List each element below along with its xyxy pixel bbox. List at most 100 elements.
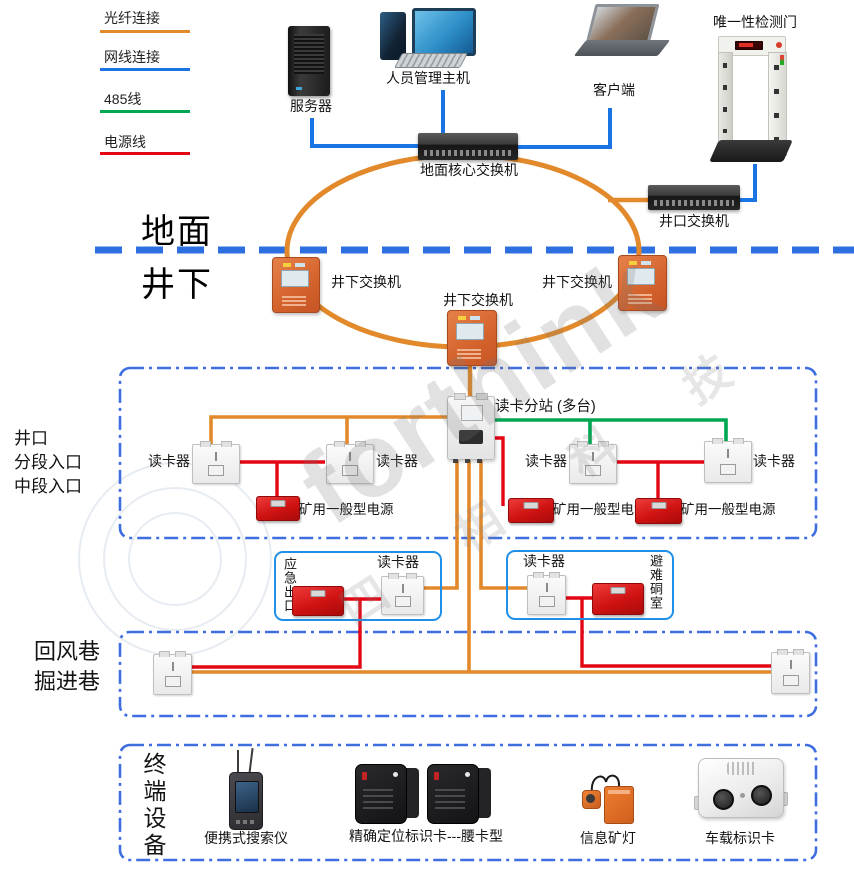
waist-card-1-dot <box>393 772 398 777</box>
searcher-body <box>229 772 263 830</box>
rs485-readers-right <box>492 418 728 445</box>
vehicle-card-connector-left <box>713 789 734 810</box>
tunnel-reader-left-tab-a <box>159 651 170 657</box>
surface-zone-label: 地面 <box>141 213 213 251</box>
searcher-antenna-b <box>248 747 254 775</box>
mine-lamp-lens <box>586 794 595 803</box>
substation-tab-right <box>476 393 488 400</box>
terminal-zone-label: 终端设备 <box>140 752 166 860</box>
tunnel-reader-right-display <box>782 675 799 686</box>
underground-switch-bottom-chip <box>458 316 466 320</box>
reader-2-tab-b <box>355 441 366 447</box>
emergency-exit-reader-display <box>394 596 411 607</box>
waist-card-label: 精确定位标识卡---腰卡型 <box>349 828 503 844</box>
refuge-chamber-reader <box>527 572 566 615</box>
refuge-chamber-room <box>506 550 674 620</box>
power-supply-2 <box>508 498 554 523</box>
host-keyboard <box>394 53 468 68</box>
tunnel-reader-right-tab-b <box>793 649 804 655</box>
power-substation <box>492 436 505 506</box>
gate-left-pillar <box>718 52 733 150</box>
waist-card-2-dot <box>465 772 470 777</box>
section-terminal-border <box>118 743 818 862</box>
reader-1 <box>192 441 240 484</box>
searcher-label: 便携式搜索仪 <box>204 830 288 846</box>
power-supply-2-label: 矿用一般型电源 <box>553 502 648 517</box>
reader-4-tab-b <box>733 438 744 444</box>
vehicle-card-body <box>698 758 784 818</box>
gate-display-light <box>739 43 753 47</box>
emergency-exit-reader-label: 读卡器 <box>377 554 419 570</box>
ethernet-client-link <box>513 108 612 149</box>
emergency-exit-reader-antenna <box>401 584 404 593</box>
fiber-drop-right-room <box>479 455 528 590</box>
emergency-exit-reader <box>381 573 424 615</box>
reader-1-tab-b <box>221 441 232 447</box>
mine-lamp-battery <box>604 786 634 824</box>
refuge-chamber-reader-tab-a <box>533 572 544 578</box>
gate-label: 唯一性检测门 <box>713 14 797 30</box>
ethernet-gate-link <box>740 164 757 202</box>
client-device <box>572 4 671 60</box>
client-label: 客户端 <box>593 82 635 98</box>
power-supply-1-slot <box>270 500 286 507</box>
underground-switch-left <box>272 257 320 313</box>
mine-lamp-head <box>582 790 601 809</box>
substation-tab-left <box>454 393 466 400</box>
gate-device <box>709 36 800 166</box>
gate-indicator <box>776 42 782 48</box>
host-monitor <box>412 8 476 56</box>
underground-switch-right-label: 井下交换机 <box>542 274 612 290</box>
underground-switch-right-chip <box>629 261 637 265</box>
host-device <box>372 6 476 68</box>
gate-right-sensors <box>774 65 779 141</box>
ethernet-server-link <box>310 118 420 148</box>
server-led <box>296 87 302 90</box>
substation-label: 读卡分站 (多台) <box>495 399 596 415</box>
reader-4-antenna <box>727 449 729 458</box>
waist-card-1-text-lines <box>363 789 393 811</box>
reader-2-display <box>342 465 358 476</box>
reader-1-antenna <box>215 452 217 461</box>
underground-switch-left-screen <box>281 270 309 287</box>
reader-2-antenna <box>349 452 351 461</box>
power-supply-3 <box>635 498 682 524</box>
gate-status-leds <box>780 55 784 65</box>
substation-display <box>461 405 483 421</box>
refuge-chamber-label: 避难硐室 <box>648 554 663 610</box>
power-supply-3-slot <box>651 502 666 509</box>
tunnel-reader-left-tab-b <box>175 651 186 657</box>
client-base <box>573 40 671 56</box>
legend-rs485-line <box>100 110 190 113</box>
tunnel-reader-left-display <box>164 676 181 687</box>
power-left-pair <box>238 460 325 498</box>
emergency-exit-power-slot <box>310 590 326 597</box>
underground-switch-right-screen <box>627 268 655 285</box>
vehicle-card-connector-right <box>751 785 772 806</box>
tunnel-reader-left-antenna <box>171 662 174 671</box>
core-switch-ports <box>424 150 512 156</box>
underground-switch-left-lines <box>282 296 306 306</box>
reader-4-tab-a <box>712 438 723 444</box>
server-label: 服务器 <box>290 98 332 114</box>
vehicle-card-vent <box>727 762 757 775</box>
waist-card-2-text-lines <box>435 789 465 811</box>
power-left-room <box>190 597 381 669</box>
refuge-chamber-reader-antenna <box>545 583 548 592</box>
fiber-readers-left <box>209 415 450 445</box>
reader-2 <box>326 441 374 484</box>
emergency-exit-power <box>292 586 344 616</box>
host-label: 人员管理主机 <box>386 70 470 86</box>
legend-fiber-label: 光纤连接 <box>104 10 160 26</box>
underground-switch-left-chip2 <box>295 263 305 267</box>
substation-feet <box>453 459 489 463</box>
entry-zone-line3: 中段入口 <box>14 477 82 496</box>
legend-ethernet-label: 网线连接 <box>104 49 160 65</box>
reader-3-display <box>585 465 601 476</box>
vehicle-card-screw <box>740 793 745 798</box>
mine-lamp-battery-cap <box>608 790 630 794</box>
entry-zone-label: 井口 分段入口 中段入口 <box>14 427 82 499</box>
legend-rs485-label: 485线 <box>104 91 142 107</box>
emergency-exit-room <box>274 551 442 621</box>
tunnel-zone-line1: 回风巷 <box>34 639 101 664</box>
